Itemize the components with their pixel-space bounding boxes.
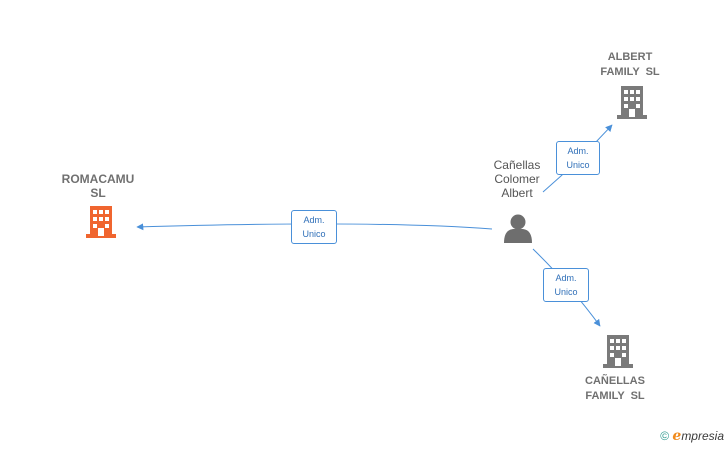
person-icon[interactable] [504, 214, 532, 244]
edge-role-line: Unico [554, 287, 578, 297]
company-name-line: ROMACAMU [61, 172, 135, 186]
company-name-line: FAMILY SL [600, 66, 660, 78]
company-name-line: SL [90, 186, 106, 200]
edge-line-to-romacamu [136, 223, 493, 231]
company-label-canellas-family[interactable]: CAÑELLAS FAMILY SL [565, 374, 665, 404]
edge-role-line: Adm. [567, 146, 589, 156]
edge-role-line: Adm. [555, 273, 577, 283]
copyright-symbol: © [660, 429, 670, 443]
brand-logo-initial: e [672, 428, 682, 444]
edge-role-box-to-romacamu[interactable]: Adm. Unico [291, 210, 337, 244]
person-label[interactable]: Cañellas Colomer Albert [472, 158, 562, 200]
edge-role-line: Adm. [303, 215, 325, 225]
company-name-line: CAÑELLAS [585, 375, 645, 387]
company-name-line: FAMILY SL [585, 390, 645, 402]
edge-role-box-to-canellas-family[interactable]: Adm. Unico [543, 268, 589, 302]
person-name-line: Cañellas [493, 158, 541, 172]
empresia-watermark: © empresia [660, 428, 724, 444]
company-name-line: ALBERT [607, 51, 653, 63]
building-icon[interactable] [603, 335, 633, 368]
edge-role-box-to-albert-family[interactable]: Adm. Unico [556, 141, 600, 175]
building-icon[interactable] [86, 206, 116, 238]
company-label-albert-family[interactable]: ALBERT FAMILY SL [580, 50, 680, 80]
building-icon[interactable] [617, 86, 647, 119]
person-name-line: Colomer [494, 172, 540, 186]
person-name-line: Albert [501, 186, 533, 200]
brand-logo-text: mpresia [681, 429, 724, 443]
edge-role-line: Unico [302, 229, 326, 239]
company-label-romacamu[interactable]: ROMACAMU SL [48, 172, 148, 200]
edge-role-line: Unico [566, 160, 590, 170]
